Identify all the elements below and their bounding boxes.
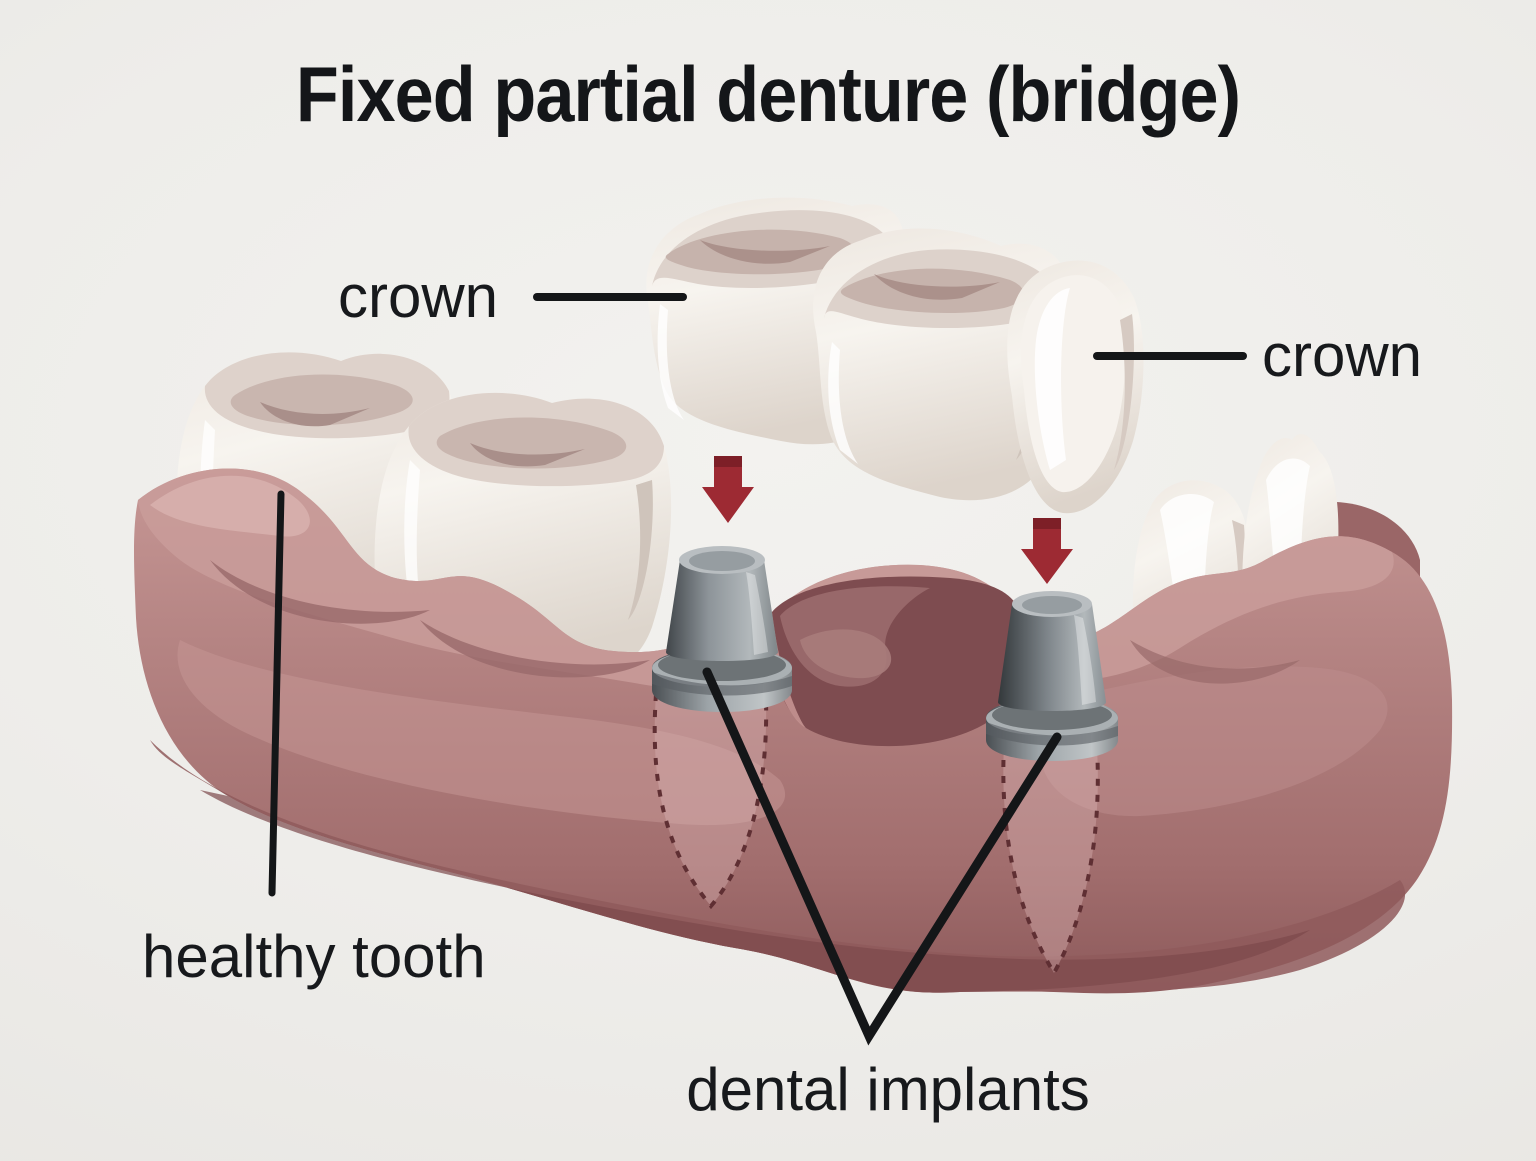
arrow-down-icon-right [1021, 518, 1073, 584]
bridge-crown-canine [1007, 260, 1144, 514]
label-crown-left: crown [338, 263, 499, 330]
page-title: Fixed partial denture (bridge) [295, 50, 1241, 138]
bridge-crown-molar-middle [813, 228, 1072, 501]
label-crown-right: crown [1262, 322, 1423, 389]
label-healthy-tooth: healthy tooth [142, 923, 486, 990]
bridge [646, 197, 1144, 514]
leader-line-healthy-tooth [268, 490, 285, 897]
leader-lines [268, 293, 1247, 1046]
dental-implant-left [652, 546, 792, 712]
gum-ridge [134, 468, 1453, 994]
arrow-down-icon-left [702, 456, 754, 523]
leader-line-dental-implants [702, 667, 1062, 1046]
label-dental-implants: dental implants [686, 1056, 1090, 1123]
gum-recess [766, 576, 1023, 747]
dental-implant-right [986, 591, 1118, 761]
